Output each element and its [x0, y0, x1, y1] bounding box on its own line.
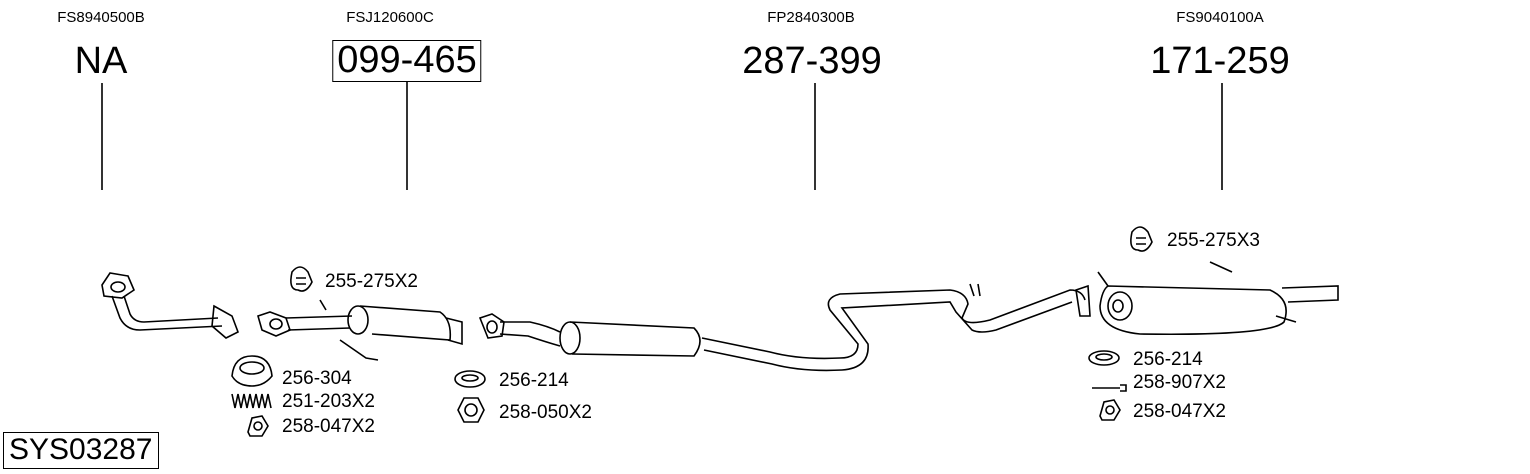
accessory-label[interactable]: 258-050X2	[499, 402, 592, 423]
rubber-hanger-icon	[290, 266, 313, 292]
accessory-label[interactable]: 258-047X2	[282, 416, 375, 437]
gasket-ring-icon	[1088, 350, 1120, 366]
hex-nut-icon	[457, 397, 485, 423]
accessory-label[interactable]: 258-907X2	[1133, 372, 1226, 393]
part-number-highlighted[interactable]: 099-465	[332, 40, 482, 82]
accessory-label[interactable]: 251-203X2	[282, 391, 375, 412]
part-number[interactable]: 287-399	[742, 40, 882, 82]
accessory-label[interactable]: 255-275X3	[1167, 230, 1260, 251]
accessory-label[interactable]: 256-214	[499, 370, 569, 391]
catalytic-converter	[257, 299, 463, 361]
spring-icon	[231, 393, 272, 409]
accessory-label[interactable]: 255-275X2	[325, 271, 418, 292]
bolt-icon	[1092, 384, 1127, 392]
oe-code: FP2840300B	[767, 9, 855, 26]
accessory-label[interactable]: 256-304	[282, 368, 352, 389]
center-silencer	[478, 283, 1086, 372]
flange-nut-icon	[247, 415, 269, 437]
accessory-label[interactable]: 256-214	[1133, 349, 1203, 370]
front-pipe	[101, 272, 240, 339]
system-id: SYS03287	[3, 432, 160, 469]
rear-silencer	[1075, 261, 1339, 336]
gasket-ring-icon	[454, 370, 486, 388]
accessory-label[interactable]: 258-047X2	[1133, 401, 1226, 422]
rubber-hanger-icon	[1130, 226, 1153, 252]
oe-code: FS8940500B	[57, 9, 145, 26]
flange-nut-icon	[1099, 399, 1121, 421]
part-number[interactable]: 171-259	[1150, 40, 1290, 82]
oe-code: FS9040100A	[1176, 9, 1264, 26]
sealing-ring-icon	[231, 355, 273, 387]
oe-code: FSJ120600C	[346, 9, 434, 26]
part-number[interactable]: NA	[74, 40, 128, 82]
